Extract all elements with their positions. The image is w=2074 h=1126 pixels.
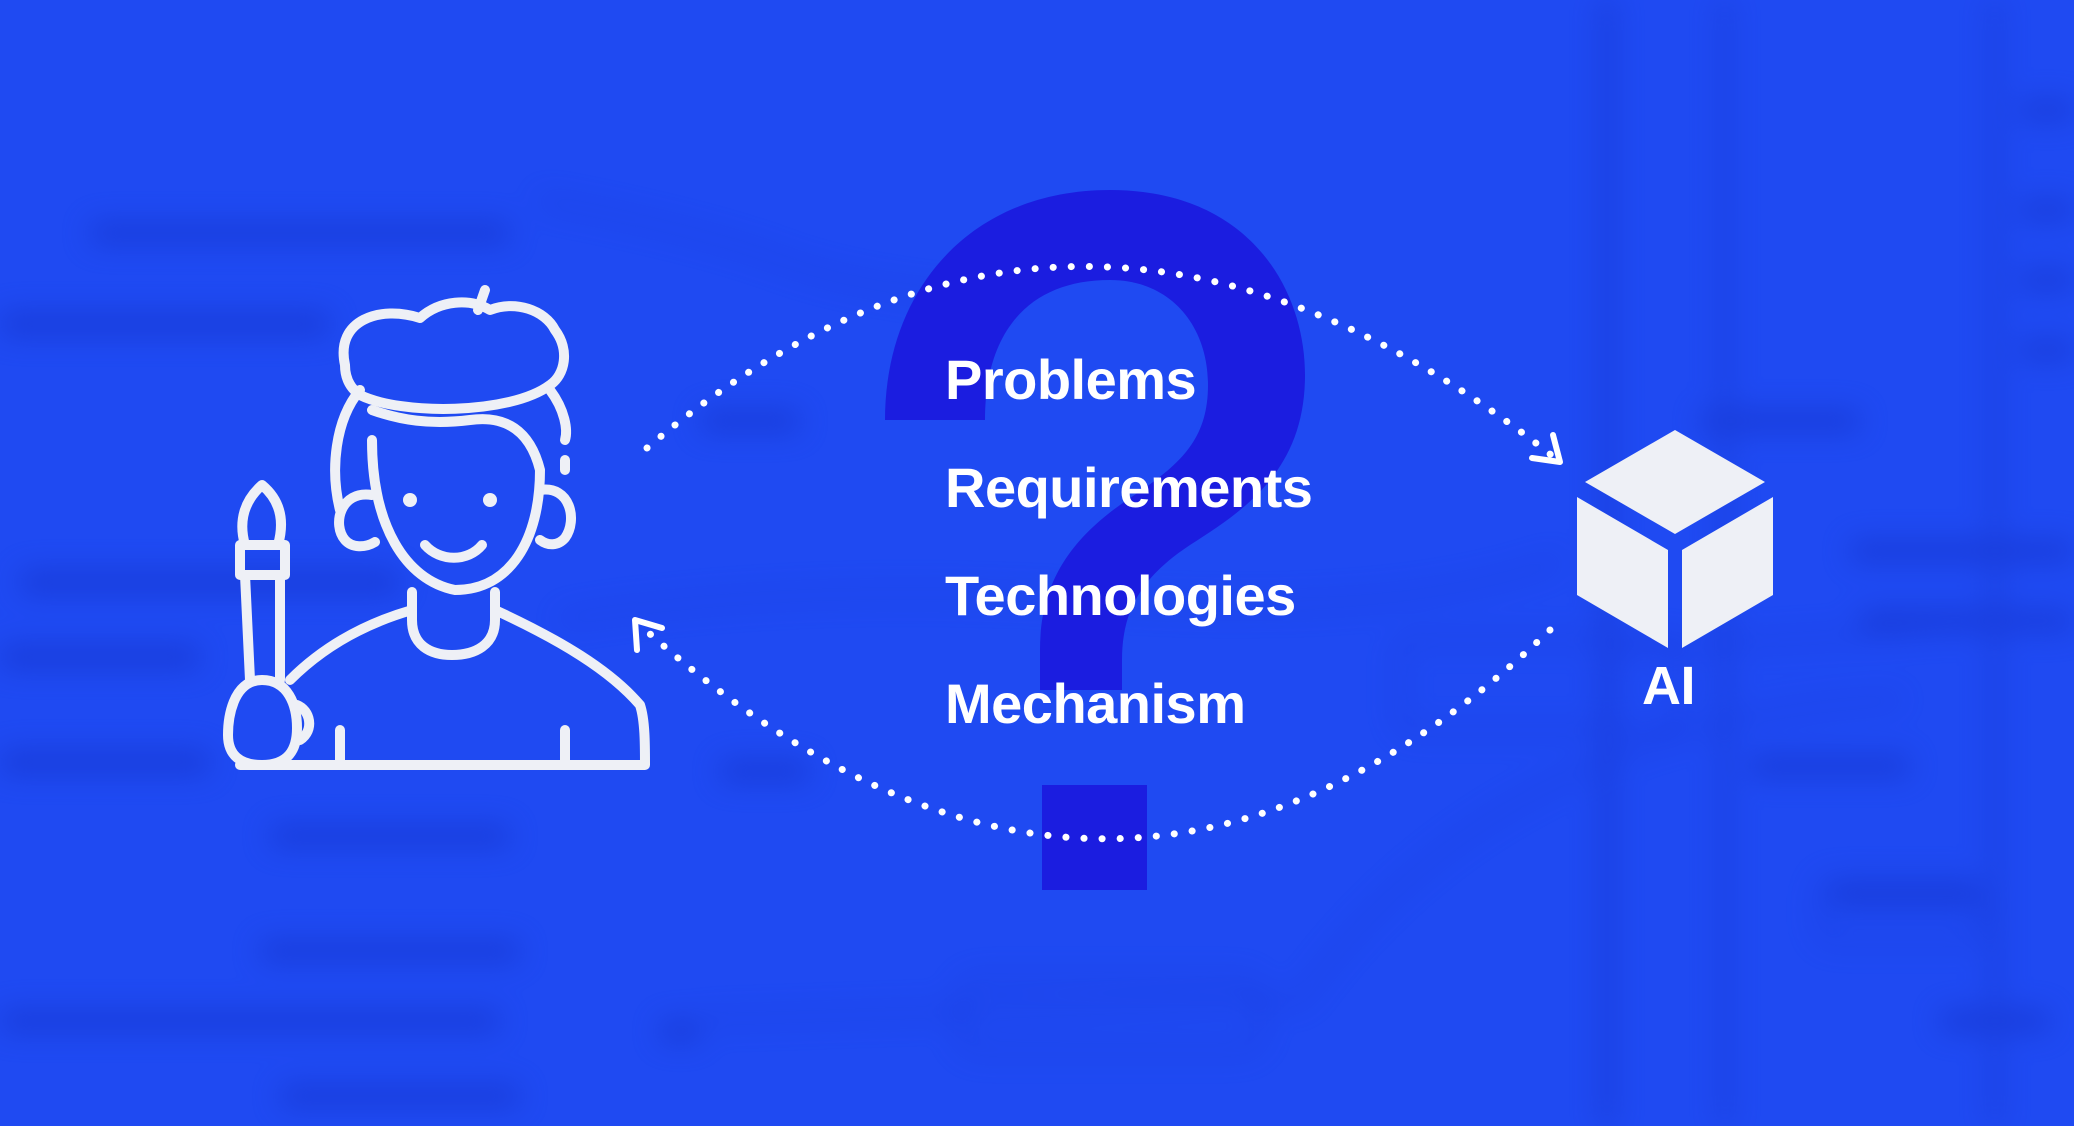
- question-mark-icon: [885, 190, 1305, 890]
- arrow-to-person: [632, 617, 1554, 843]
- cube-icon: [1577, 430, 1773, 648]
- topic-list: Problems Requirements Technologies Mecha…: [945, 342, 1465, 774]
- topic-item-mechanism: Mechanism: [945, 672, 1246, 735]
- ai-label: AI: [1642, 656, 1696, 716]
- artist-with-paintbrush-icon: [223, 285, 650, 770]
- topic-item-requirements: Requirements: [945, 456, 1313, 519]
- topic-item-problems: Problems: [945, 348, 1197, 411]
- topic-item-technologies: Technologies: [945, 564, 1296, 627]
- arrow-to-ai: [643, 263, 1563, 465]
